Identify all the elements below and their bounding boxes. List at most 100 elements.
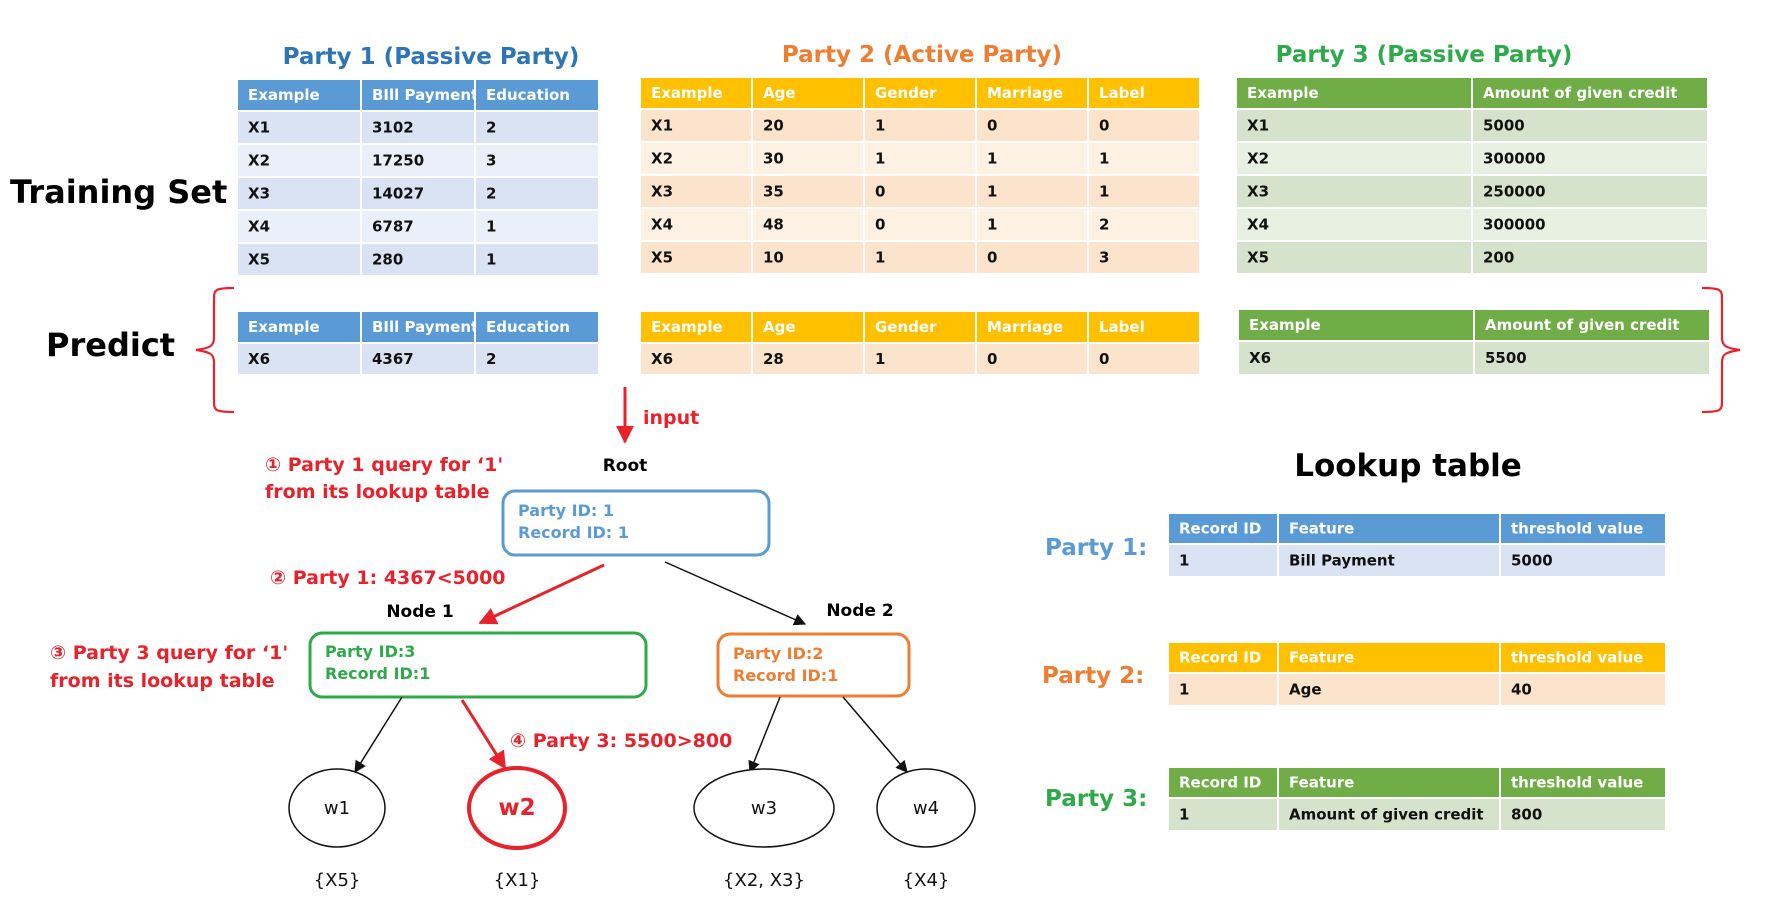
p1-train-cell-text: 1 <box>486 218 496 236</box>
p2-train-cell <box>1089 176 1199 207</box>
p1-train-cell <box>362 112 474 143</box>
p1-train-cell-text: X5 <box>248 251 270 269</box>
p2-train-cell-text: X4 <box>651 216 673 234</box>
p1-pred-cell-text: 2 <box>486 350 496 368</box>
p2-train-cell-text: 1 <box>875 249 885 267</box>
root-party-id: Party ID: 1 <box>518 501 614 520</box>
input-label: input <box>643 407 699 429</box>
p2-pred-cell-text: 0 <box>987 350 997 368</box>
p2-train-cell-text: X3 <box>651 183 673 201</box>
lk2-cell-text: 40 <box>1511 681 1532 699</box>
leaf-w1-set: {X5} <box>314 870 361 891</box>
edge-root-node2 <box>664 561 807 626</box>
p3-train-cell <box>1237 110 1471 141</box>
lk1-header-text: Record ID <box>1179 520 1261 538</box>
lk2-header-cell <box>1279 643 1499 672</box>
p2-train-cell <box>1089 242 1199 273</box>
p2-train-cell-text: 1 <box>875 150 885 168</box>
lk2-header-text: Record ID <box>1179 649 1261 667</box>
p1-train-header-text: Example <box>248 86 320 104</box>
p1-train-cell-text: X3 <box>248 185 270 203</box>
p3-train-cell-text: 300000 <box>1483 216 1546 234</box>
p2-train-cell <box>641 110 751 141</box>
p2-pred-header-cell <box>641 312 751 342</box>
p2-train-cell <box>977 176 1087 207</box>
leaf-w1-label: w1 <box>324 798 350 819</box>
p3-train-header-cell <box>1237 78 1471 108</box>
p2-pred-cell-text: X6 <box>651 350 673 368</box>
p2-pred-cell <box>977 344 1087 374</box>
p2-train-cell-text: 1 <box>1099 183 1109 201</box>
p3-train-cell <box>1237 176 1471 207</box>
lk3-header-cell <box>1279 768 1499 797</box>
p2-train-cell <box>641 176 751 207</box>
p2-train-cell <box>753 143 863 174</box>
p1-train-cell-text: 17250 <box>372 152 424 170</box>
lk1-header-text: Feature <box>1289 520 1354 538</box>
leaf-w4-label: w4 <box>913 798 939 819</box>
leaf-w4 <box>876 768 976 848</box>
p1-train-cell-text: 14027 <box>372 185 424 203</box>
p2-train-cell <box>977 143 1087 174</box>
p3-train-header-cell <box>1473 78 1707 108</box>
p2-train-cell <box>641 143 751 174</box>
p1-train-cell-text: 6787 <box>372 218 414 236</box>
p1-train-header-cell <box>362 80 474 110</box>
p3-pred-cell <box>1475 342 1709 374</box>
p2-train-cell <box>977 242 1087 273</box>
p2-pred-header-text: Gender <box>875 318 937 336</box>
p2-pred-cell <box>865 344 975 374</box>
p2-train-cell-text: 3 <box>1099 249 1109 267</box>
lk1-cell-text: 5000 <box>1511 552 1553 570</box>
p2-train-cell <box>641 209 751 240</box>
lk1-cell <box>1169 545 1277 576</box>
training-set-label: Training Set <box>10 173 227 211</box>
p2-train-cell <box>753 209 863 240</box>
p2-train-cell <box>977 209 1087 240</box>
lk2-cell <box>1501 674 1665 705</box>
p2-train-cell-text: 1 <box>987 150 997 168</box>
p1-train-cell-text: 3 <box>486 152 496 170</box>
p1-train-cell-text: X2 <box>248 152 270 170</box>
p1-train-header-cell <box>476 80 598 110</box>
p3-train-cell <box>1237 209 1471 240</box>
lk3-cell <box>1279 799 1499 830</box>
lk3-header-cell <box>1501 768 1665 797</box>
p2-train-header-cell <box>865 78 975 108</box>
p2-train-cell-text: X5 <box>651 249 673 267</box>
lk2-header-text: Feature <box>1289 649 1354 667</box>
p1-pred-header-cell <box>362 312 474 342</box>
p2-train-cell <box>753 242 863 273</box>
edge-node1-w1 <box>354 696 403 774</box>
edge-node2-w3 <box>748 696 781 774</box>
p3-train-cell <box>1237 143 1471 174</box>
lookup-title: Lookup table <box>1294 448 1522 484</box>
node1-party-id: Party ID:3 <box>325 642 415 661</box>
lk1-cell <box>1279 545 1499 576</box>
p2-pred-cell-text: 0 <box>1099 350 1109 368</box>
p2-train-cell <box>865 176 975 207</box>
p1-train-cell <box>476 178 598 209</box>
p3-train-cell-text: X2 <box>1247 150 1269 168</box>
p3-pred-cell-text: X6 <box>1249 349 1271 367</box>
p2-train-cell-text: 1 <box>1099 150 1109 168</box>
p2-train-cell-text: 20 <box>763 117 784 135</box>
p1-train-header-text: BIll Payment <box>372 86 478 104</box>
p2-train-header-text: Gender <box>875 84 937 102</box>
p2-train-header-text: Label <box>1099 84 1145 102</box>
p2-pred-header-cell <box>753 312 863 342</box>
p3-train-header-text: Amount of given credit <box>1483 84 1678 102</box>
p1-train-cell-text: 2 <box>486 185 496 203</box>
p3-pred-cell <box>1239 342 1473 374</box>
p3-train-cell-text: 200 <box>1483 249 1514 267</box>
party2-title: Party 2 (Active Party) <box>782 42 1062 68</box>
p1-train-cell <box>476 145 598 176</box>
p2-train-cell <box>977 110 1087 141</box>
lk2-cell <box>1279 674 1499 705</box>
p2-train-header-cell <box>753 78 863 108</box>
p3-train-cell <box>1473 110 1707 141</box>
p3-train-cell-text: X4 <box>1247 216 1269 234</box>
